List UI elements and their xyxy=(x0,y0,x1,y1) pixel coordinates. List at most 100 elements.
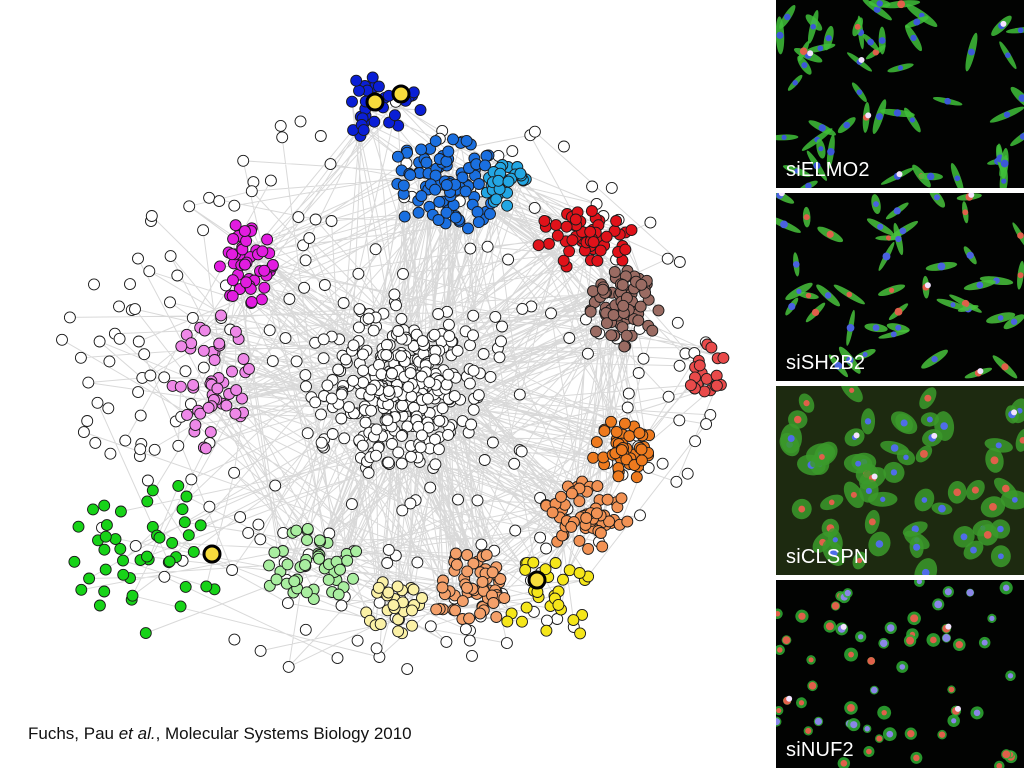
network-node xyxy=(472,389,485,402)
network-node xyxy=(203,500,216,513)
panel-label: siNUF2 xyxy=(786,739,854,761)
cell xyxy=(806,655,816,665)
network-node xyxy=(463,377,476,390)
network-node xyxy=(332,588,345,601)
cell xyxy=(878,241,895,271)
cell xyxy=(936,298,970,311)
network-node xyxy=(449,547,462,560)
cell xyxy=(1005,27,1024,34)
network-node xyxy=(442,318,455,331)
network-node xyxy=(338,432,351,445)
network-node xyxy=(163,555,176,568)
network-node xyxy=(213,260,226,273)
microscopy-image xyxy=(776,0,1024,188)
cell xyxy=(895,413,913,433)
network-node xyxy=(465,418,478,431)
cell xyxy=(810,446,834,468)
network-node xyxy=(671,316,684,329)
network-node xyxy=(158,570,171,583)
network-node xyxy=(266,355,279,368)
network-node xyxy=(392,446,405,459)
cell xyxy=(859,479,879,503)
network-node xyxy=(179,580,192,593)
network-nodes xyxy=(56,71,730,676)
network-node xyxy=(397,179,410,192)
cell xyxy=(1001,749,1012,760)
network-node xyxy=(325,392,338,405)
network-node xyxy=(528,201,541,214)
network-node xyxy=(288,575,301,588)
network-node xyxy=(301,522,314,535)
citation-et-al: et al. xyxy=(118,724,156,743)
network-node xyxy=(143,265,156,278)
cell xyxy=(803,726,813,736)
network-node xyxy=(411,556,424,569)
cell xyxy=(941,633,952,643)
cell xyxy=(835,622,849,636)
network-node xyxy=(215,309,227,322)
network-node xyxy=(541,614,553,627)
cell xyxy=(932,96,963,106)
network-node xyxy=(440,179,453,191)
network-node xyxy=(467,557,480,570)
network-node xyxy=(347,339,360,352)
network-node xyxy=(392,625,405,638)
network-node xyxy=(325,215,338,227)
network-node xyxy=(397,267,409,280)
network-node xyxy=(436,581,449,594)
cell xyxy=(926,633,941,647)
cell xyxy=(963,246,977,265)
cell xyxy=(947,685,956,694)
network-node xyxy=(623,430,636,443)
cell xyxy=(776,16,785,55)
cell xyxy=(920,412,939,427)
cell xyxy=(964,367,993,379)
network-node xyxy=(298,281,311,294)
network-node xyxy=(506,145,519,158)
network-node xyxy=(532,239,545,252)
network-node xyxy=(134,443,147,456)
network-node xyxy=(194,519,207,532)
network-node xyxy=(573,567,586,579)
network-node xyxy=(705,341,718,354)
network-node xyxy=(605,181,618,194)
network-node xyxy=(83,572,96,585)
cell xyxy=(1012,222,1024,249)
cell xyxy=(1005,405,1019,424)
network-node xyxy=(527,556,540,569)
cell xyxy=(830,601,841,611)
network-node xyxy=(416,335,429,348)
network-node xyxy=(89,436,102,449)
cell xyxy=(797,55,812,75)
network-node xyxy=(492,174,505,187)
network-node xyxy=(324,158,337,171)
network-node xyxy=(370,642,383,655)
cell xyxy=(882,727,897,742)
network-node xyxy=(420,156,433,169)
network-node xyxy=(114,505,127,518)
network-node xyxy=(374,618,387,630)
network-node xyxy=(670,475,683,488)
network-node xyxy=(402,381,415,394)
microscopy-image xyxy=(776,386,1024,575)
cell xyxy=(950,705,962,717)
network-node xyxy=(93,335,106,348)
cell xyxy=(880,167,915,185)
network-node xyxy=(502,253,515,266)
network-node xyxy=(351,634,364,647)
network-node xyxy=(301,534,313,547)
network-node xyxy=(228,199,241,212)
microscopy-panel-sh2b2: siSH2B2 xyxy=(776,193,1024,381)
network-node xyxy=(181,408,193,421)
network-node xyxy=(486,436,499,449)
network-node xyxy=(268,546,281,559)
network-node xyxy=(508,457,521,470)
cell xyxy=(852,551,867,570)
cell xyxy=(776,193,795,204)
cell xyxy=(915,445,933,463)
network-node xyxy=(539,563,552,576)
network-node xyxy=(182,529,195,542)
network-node xyxy=(600,317,613,330)
network-node xyxy=(226,248,239,261)
network-node xyxy=(424,620,437,633)
